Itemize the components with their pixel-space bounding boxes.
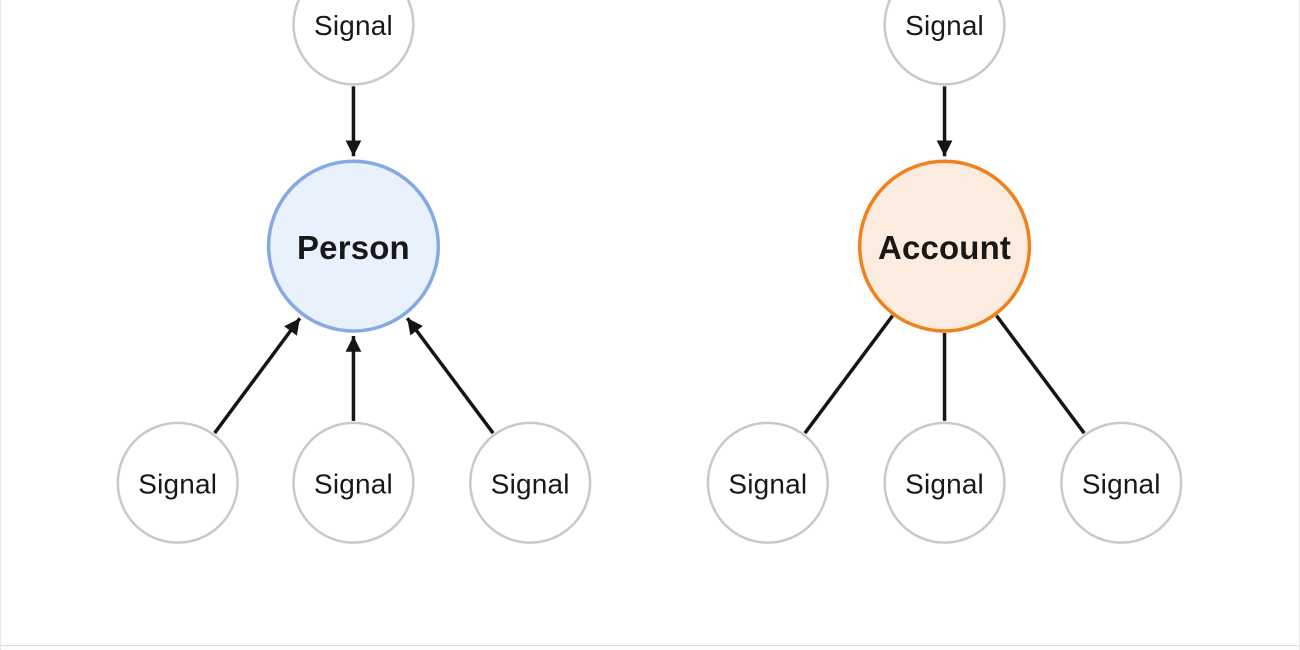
account-circle	[857, 159, 1032, 333]
node-signal-right-3: Signal	[1060, 421, 1183, 544]
edge-account-to-signal-right-1	[803, 314, 894, 435]
node-account: Account	[857, 159, 1032, 333]
node-signal-right-top: Signal	[883, 0, 1006, 86]
signal-left-2-label: Signal	[314, 468, 393, 499]
signal-right-top-circle	[883, 0, 1006, 86]
signal-left-top-circle	[292, 0, 415, 86]
person-circle	[266, 159, 441, 333]
node-signal-left-top: Signal	[292, 0, 415, 86]
node-signal-right-1: Signal	[706, 421, 829, 544]
signal-left-2-circle	[292, 421, 415, 544]
signal-left-3-circle	[469, 421, 592, 544]
signal-right-top-label: Signal	[905, 10, 984, 41]
edge-account-to-signal-right-3	[995, 314, 1086, 435]
signal-right-3-circle	[1060, 421, 1183, 544]
image-bottom-divider	[1, 645, 1299, 650]
account-label: Account	[878, 229, 1011, 266]
signal-left-1-circle	[116, 421, 239, 544]
signal-right-3-label: Signal	[1082, 468, 1161, 499]
node-person: Person	[266, 159, 441, 333]
signal-right-2-circle	[883, 421, 1006, 544]
person-label: Person	[297, 229, 410, 266]
signal-left-3-label: Signal	[491, 468, 570, 499]
node-signal-right-2: Signal	[883, 421, 1006, 544]
signal-right-2-label: Signal	[905, 468, 984, 499]
signal-left-1-label: Signal	[138, 468, 217, 499]
edge-signal-left-3-to-person	[405, 317, 495, 435]
signal-right-1-circle	[706, 421, 829, 544]
signal-left-top-label: Signal	[314, 10, 393, 41]
signal-right-1-label: Signal	[728, 468, 807, 499]
node-signal-left-2: Signal	[292, 421, 415, 544]
edge-signal-left-1-to-person	[213, 317, 302, 435]
node-signal-left-3: Signal	[469, 421, 592, 544]
node-signal-left-1: Signal	[116, 421, 239, 544]
